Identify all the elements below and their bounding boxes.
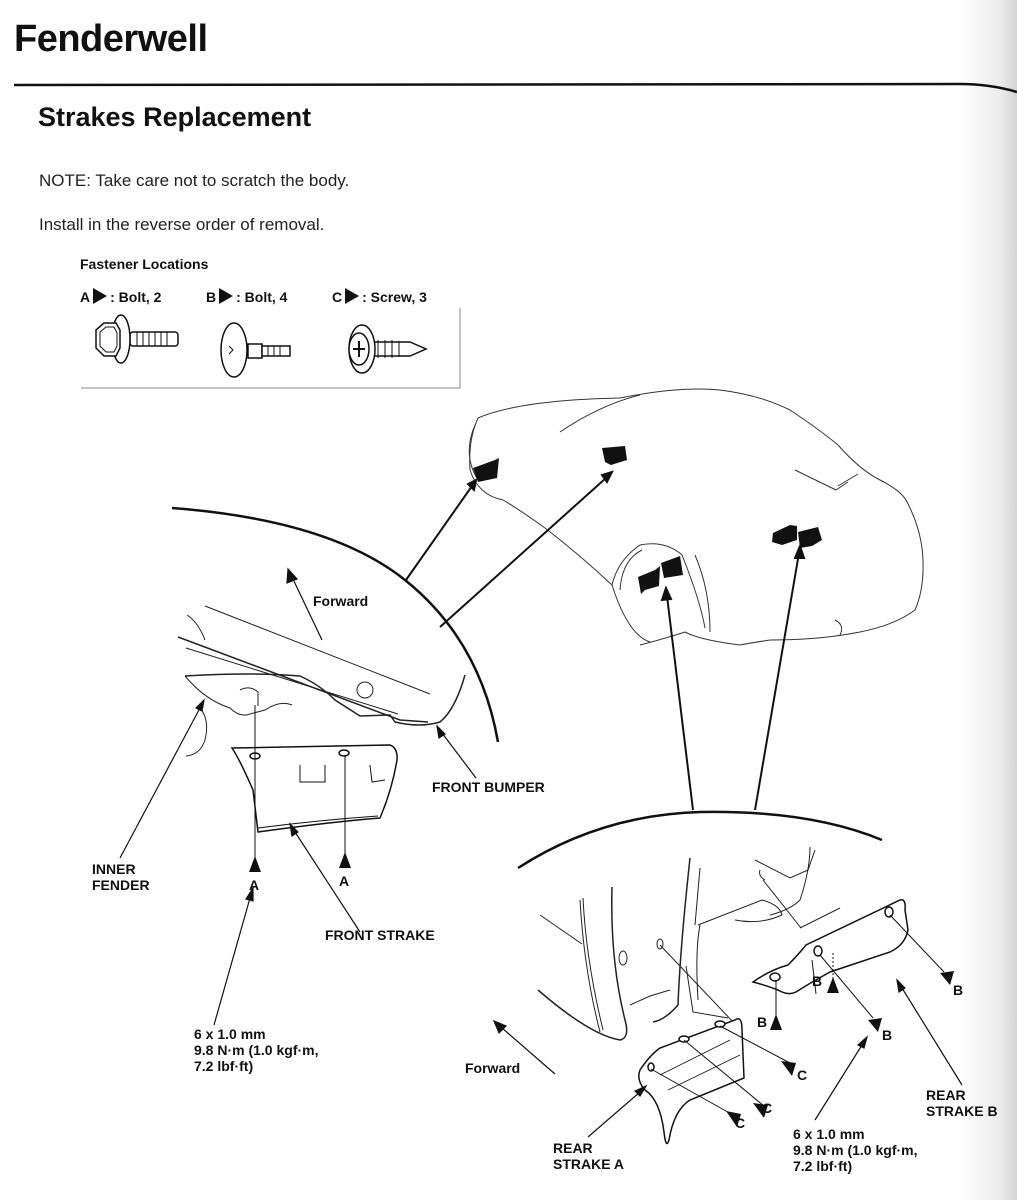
triangle-pointer-icon (753, 1103, 768, 1118)
rear-fastener-triangles (726, 971, 954, 1127)
fastener-letter: B (206, 289, 217, 305)
fastener-letter: C (332, 289, 343, 305)
fastener-letter-c: C (735, 1115, 746, 1131)
label-line: FENDER (92, 877, 150, 893)
fastener-description: : Screw, 3 (362, 289, 427, 305)
triangle-pointer-icon (868, 1018, 882, 1032)
legend-box-border (81, 308, 461, 389)
fastener-legend-b: B : Bolt, 4 (206, 288, 287, 305)
label-line: REAR (926, 1087, 966, 1103)
rear-wheelwell-art (537, 846, 841, 1041)
note-text: NOTE: Take care not to scratch the body. (39, 171, 350, 190)
front-detail-arc (171, 506, 500, 743)
torque-metric: 9.8 N·m (1.0 kgf·m, (793, 1142, 918, 1158)
callout-arrows (405, 470, 806, 811)
fastener-description: : Bolt, 4 (236, 289, 288, 305)
rear-torque-spec: 6 x 1.0 mm 9.8 N·m (1.0 kgf·m, 7.2 lbf·f… (793, 1126, 917, 1174)
triangle-pointer-icon (827, 977, 839, 993)
torque-imperial: 7.2 lbf·ft) (793, 1158, 853, 1174)
strake-markers (473, 446, 822, 594)
front-bumper-art (177, 605, 466, 757)
phillips-screw-icon (348, 324, 428, 374)
label-line: STRAKE B (926, 1103, 998, 1119)
fastener-letter-b: B (757, 1014, 768, 1030)
triangle-pointer-icon (770, 1014, 782, 1030)
fastener-description: : Bolt, 2 (110, 289, 162, 305)
rear-detail-arc (517, 810, 883, 870)
label-line: STRAKE A (553, 1156, 625, 1172)
rear-label-leaders (492, 978, 963, 1138)
fastener-letter-b: B (953, 982, 964, 998)
triangle-pointer-icon (781, 1061, 796, 1076)
flat-head-bolt-icon (220, 322, 291, 378)
torque-metric: 9.8 N·m (1.0 kgf·m, (194, 1042, 319, 1058)
front-label-leaders (119, 567, 477, 1026)
front-bolt-lines (254, 705, 346, 858)
fastener-letter: A (80, 289, 91, 305)
rear-strake-a-marker-2 (661, 556, 683, 578)
triangle-pointer-icon (93, 288, 108, 304)
triangle-pointer-icon (345, 288, 360, 304)
front-strake-part (230, 744, 398, 833)
fastener-locations-title: Fastener Locations (80, 256, 209, 272)
rear-strake-b-marker-2 (798, 527, 822, 548)
rear-strake-b-label: REAR STRAKE B (926, 1087, 998, 1119)
front-torque-spec: 6 x 1.0 mm 9.8 N·m (1.0 kgf·m, 7.2 lbf·f… (194, 1026, 318, 1074)
rear-strake-a-label: REAR STRAKE A (553, 1140, 624, 1172)
rear-strake-b-part (751, 898, 909, 995)
fastener-letter-c: C (762, 1100, 773, 1116)
front-side-marker (602, 446, 627, 465)
front-strake-marker (473, 458, 499, 482)
inner-fender-label: INNER FENDER (92, 861, 150, 893)
install-instruction: Install in the reverse order of removal. (39, 215, 325, 234)
rear-strake-a-part (638, 1018, 745, 1145)
bolt-size: 6 x 1.0 mm (194, 1026, 266, 1042)
torque-imperial: 7.2 lbf·ft) (194, 1058, 254, 1074)
rear-strake-b-marker (772, 525, 797, 545)
fastener-letter-a: A (249, 877, 260, 893)
rear-strake-a-marker (638, 566, 660, 594)
label-line: INNER (92, 861, 136, 877)
front-fastener-triangles (249, 852, 351, 872)
fastener-legend-c: C : Screw, 3 (332, 288, 427, 305)
car-outline (468, 388, 924, 646)
hex-flange-bolt-icon (95, 314, 179, 364)
bolt-size: 6 x 1.0 mm (793, 1126, 865, 1142)
triangle-pointer-icon (940, 971, 954, 985)
triangle-pointer-icon (726, 1111, 741, 1127)
front-bumper-label: FRONT BUMPER (432, 779, 545, 795)
scan-edge-shadow (961, 0, 1017, 1200)
front-strake-label: FRONT STRAKE (325, 927, 435, 943)
triangle-pointer-icon (249, 856, 261, 872)
fastener-letter-c: C (797, 1067, 808, 1083)
fastener-letter-a: A (339, 873, 350, 889)
rear-forward-label: Forward (465, 1060, 521, 1076)
fastener-letter-b: B (882, 1027, 893, 1043)
section-title: Strakes Replacement (38, 102, 312, 132)
fastener-letter-b: B (812, 973, 823, 989)
fastener-legend-a: A : Bolt, 2 (80, 288, 161, 305)
front-forward-label: Forward (313, 593, 369, 609)
triangle-pointer-icon (219, 288, 234, 304)
label-line: REAR (553, 1140, 593, 1156)
page-title: Fenderwell (14, 18, 208, 60)
triangle-pointer-icon (339, 852, 351, 868)
